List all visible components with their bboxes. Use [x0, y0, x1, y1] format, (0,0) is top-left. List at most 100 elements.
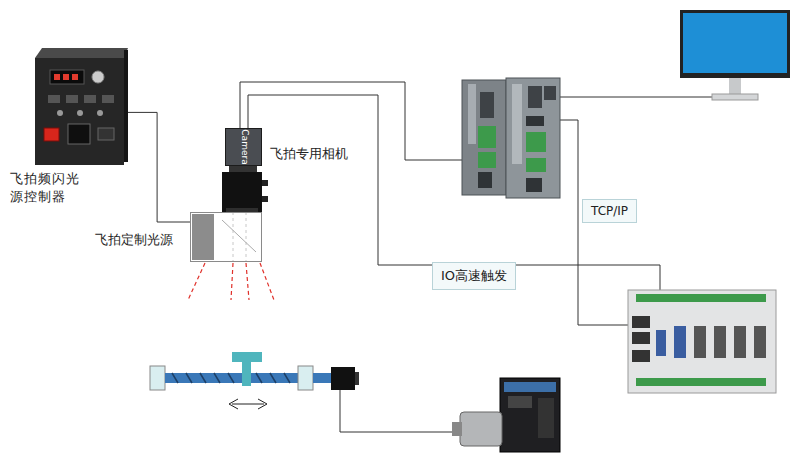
- light-ray: [231, 263, 233, 300]
- controller-side: [124, 50, 128, 162]
- ipc-strip: [512, 84, 522, 164]
- cable-connector: [128, 112, 190, 222]
- light-rays: [188, 263, 274, 300]
- ipc-unit: [462, 80, 506, 195]
- camera-label: 飞拍专用相机: [270, 145, 366, 163]
- drive-display: [508, 396, 532, 408]
- drive-connector: [538, 398, 554, 438]
- slider-stem: [242, 362, 251, 386]
- motion-controller: [628, 290, 776, 393]
- display-digit: [72, 74, 78, 80]
- ipc-terminal: [478, 126, 496, 148]
- terminal-row: [636, 294, 766, 302]
- terminal-row: [636, 378, 766, 386]
- ipc-port: [526, 116, 544, 126]
- ethernet-port: [632, 332, 650, 344]
- beam-splitter: [222, 220, 256, 252]
- camera-head: Camera飞拍专用相机: [225, 128, 262, 166]
- ipc-unit: [506, 78, 560, 198]
- ipc-terminal: [478, 152, 496, 168]
- controller-board: [628, 290, 776, 393]
- lens-knob: [262, 180, 268, 186]
- light-ray: [188, 263, 205, 300]
- controller-knob: [92, 71, 104, 83]
- controller-button: [102, 95, 114, 103]
- db-port: [734, 326, 746, 358]
- light-ray: [246, 263, 249, 300]
- ipc-terminal: [526, 158, 546, 172]
- db-port: [754, 326, 766, 358]
- light-guide: [246, 212, 247, 262]
- monitor-screen: [683, 13, 787, 73]
- servo-drive: [452, 378, 560, 452]
- light-panel: [192, 214, 214, 260]
- controller-led: [97, 110, 103, 116]
- stage-end: [298, 366, 313, 390]
- protocol-label: TCP/IP: [582, 199, 637, 223]
- light-ray: [260, 263, 274, 300]
- controller-led: [57, 110, 63, 116]
- display-digit: [63, 74, 69, 80]
- ipc-port: [478, 172, 492, 188]
- controller-top: [35, 48, 128, 58]
- controller-display: [50, 70, 84, 84]
- display-digit: [54, 74, 60, 80]
- monitor-neck: [729, 78, 741, 94]
- monitor-base: [712, 94, 758, 100]
- lens-knob: [262, 196, 268, 202]
- drive-body: [500, 378, 560, 452]
- controller-button: [66, 95, 78, 103]
- servo-motor: [460, 412, 502, 446]
- motion-arrow-heads: [229, 399, 267, 409]
- output-port: [98, 128, 114, 140]
- controller-label: 飞拍频闪光源控制器: [10, 170, 82, 205]
- controller-front: [35, 58, 124, 165]
- industrial-pc: [462, 78, 560, 198]
- drive-top: [504, 382, 556, 392]
- db-port: [656, 330, 666, 356]
- ipc-port: [544, 86, 556, 100]
- monitor: [680, 10, 790, 100]
- stage-end: [150, 366, 165, 390]
- linear-stage: [150, 352, 359, 409]
- screw-thread: [172, 373, 290, 383]
- db-port: [694, 326, 706, 358]
- db-port: [714, 326, 726, 358]
- monitor-wire: [558, 97, 712, 98]
- light-source-label: 飞拍定制光源: [95, 231, 181, 249]
- ipc-port: [528, 86, 542, 108]
- motion-arrow: [232, 404, 264, 405]
- controller-button: [48, 95, 60, 103]
- monitor-bezel: [680, 10, 790, 78]
- camera-drawing: [222, 166, 268, 212]
- ethernet-port: [632, 316, 650, 328]
- strobe-controller-drawing: [35, 48, 128, 165]
- ipc-strip: [468, 84, 476, 144]
- power-switch: [44, 128, 59, 141]
- light-guide: [233, 212, 234, 262]
- ipc-terminal: [526, 132, 546, 152]
- controller-led: [77, 110, 83, 116]
- stage-motor: [331, 367, 355, 390]
- slider-plate: [232, 352, 262, 362]
- db-port: [674, 326, 686, 358]
- camera-lens: [222, 172, 262, 212]
- camera-neck: [229, 166, 257, 172]
- ipc-port: [526, 178, 542, 192]
- camera-badge: Camera: [239, 129, 248, 164]
- strobe-controller: 飞拍频闪光源控制器: [35, 48, 128, 165]
- ipc-port: [480, 92, 494, 118]
- lead-screw: [165, 373, 298, 383]
- power-socket: [68, 124, 90, 144]
- signal-label: IO高速触发: [432, 262, 516, 290]
- stage-motor-cap: [355, 372, 359, 385]
- motor-shaft: [452, 422, 462, 436]
- ethernet-port: [632, 350, 650, 362]
- light-source-box: 飞拍定制光源: [190, 212, 262, 262]
- io-trigger-wire: [248, 95, 660, 292]
- coupling: [313, 373, 331, 383]
- light-source-drawing: [188, 212, 274, 300]
